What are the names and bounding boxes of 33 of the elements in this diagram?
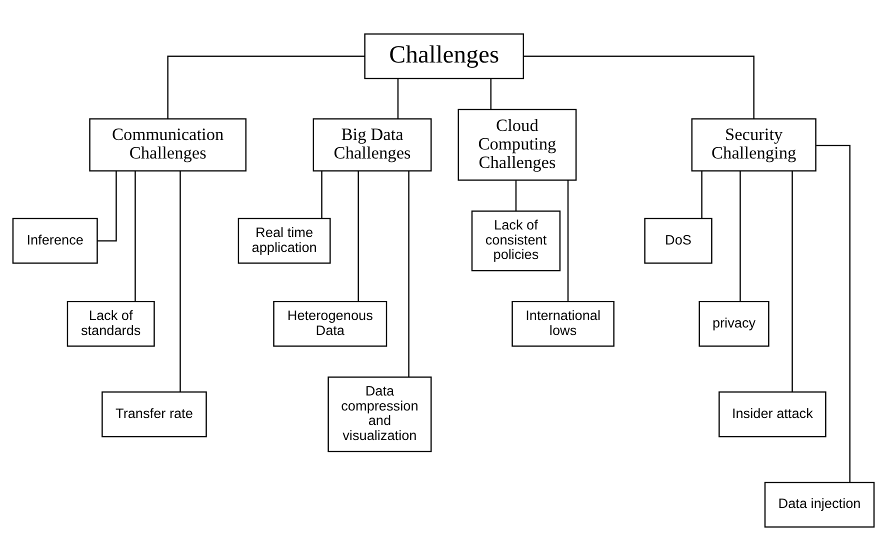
node-box: Big Data Challenges: [312, 118, 432, 171]
connector: [134, 170, 136, 301]
node-box: Insider attack: [718, 390, 826, 437]
connector: [523, 55, 754, 118]
node-box: Data compression and visualization: [328, 376, 432, 452]
connector: [792, 170, 793, 392]
node-box: Cloud Computing Challenges: [458, 108, 577, 180]
node-box: International lows: [512, 300, 614, 346]
node-box: DoS: [644, 217, 712, 264]
node-box: privacy: [698, 300, 770, 346]
connector: [490, 78, 492, 109]
node-box: Communication Challenges: [89, 118, 247, 171]
node-box: Lack of consistent policies: [471, 210, 561, 271]
connector: [408, 170, 410, 376]
node-box: Lack of standards: [66, 300, 155, 346]
connector: [515, 180, 517, 211]
node-box: Inference: [12, 217, 98, 264]
connector: [98, 170, 117, 241]
node-box: Data injection: [764, 481, 875, 528]
connector: [167, 55, 365, 118]
node-box: Heterogenous Data: [273, 300, 388, 346]
node-box: Transfer rate: [102, 390, 207, 437]
node-box: Challenges: [364, 32, 524, 79]
connector: [358, 170, 359, 301]
node-box: Security Challenging: [691, 118, 816, 171]
connector: [816, 144, 850, 482]
connector: [701, 170, 702, 218]
connector: [567, 180, 569, 301]
connector: [321, 170, 322, 218]
connector: [180, 170, 181, 392]
node-box: Real time application: [238, 217, 331, 264]
connector: [740, 170, 741, 301]
connector: [397, 78, 399, 118]
